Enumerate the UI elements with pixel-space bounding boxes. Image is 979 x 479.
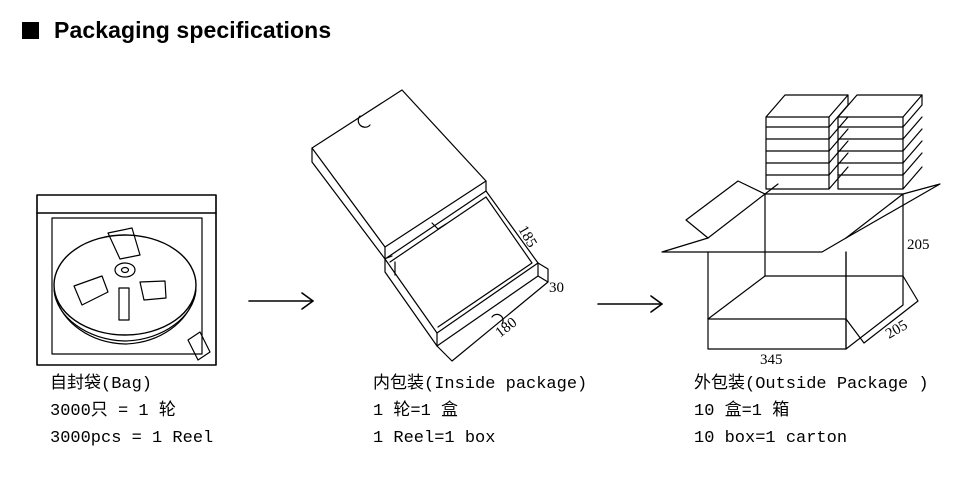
inside-caption-line: 内包装(Inside package) bbox=[373, 371, 587, 398]
bag-illustration bbox=[37, 195, 216, 365]
bag-caption-line: 自封袋(Bag) bbox=[50, 371, 213, 398]
carton-depth-label: 205 bbox=[883, 317, 910, 342]
inside-length-label: 185 bbox=[515, 223, 540, 250]
right-arrow-icon bbox=[249, 293, 313, 309]
inside-width-label: 180 bbox=[493, 315, 521, 341]
inside-box-illustration: 185 30 180 bbox=[312, 90, 564, 361]
outside-caption-line: 10 盒=1 箱 bbox=[694, 398, 929, 425]
bag-caption: 自封袋(Bag) 3000只 = 1 轮 3000pcs = 1 Reel bbox=[50, 371, 213, 452]
outside-caption-line: 10 box=1 carton bbox=[694, 425, 929, 452]
inside-height-label: 30 bbox=[549, 280, 564, 296]
carton-height-label: 205 bbox=[907, 237, 930, 253]
carton-length-label: 345 bbox=[760, 352, 783, 368]
stacked-boxes bbox=[766, 95, 922, 189]
bag-caption-line: 3000pcs = 1 Reel bbox=[50, 425, 213, 452]
bag-caption-line: 3000只 = 1 轮 bbox=[50, 398, 213, 425]
inside-caption-line: 1 Reel=1 box bbox=[373, 425, 587, 452]
right-arrow-icon bbox=[598, 296, 662, 312]
outside-caption-line: 外包装(Outside Package ) bbox=[694, 371, 929, 398]
outside-package-caption: 外包装(Outside Package ) 10 盒=1 箱 10 box=1 … bbox=[694, 371, 929, 452]
inside-caption-line: 1 轮=1 盒 bbox=[373, 398, 587, 425]
inside-package-caption: 内包装(Inside package) 1 轮=1 盒 1 Reel=1 box bbox=[373, 371, 587, 452]
carton-illustration: 205 205 345 bbox=[662, 95, 940, 368]
reel-icon bbox=[54, 228, 210, 360]
